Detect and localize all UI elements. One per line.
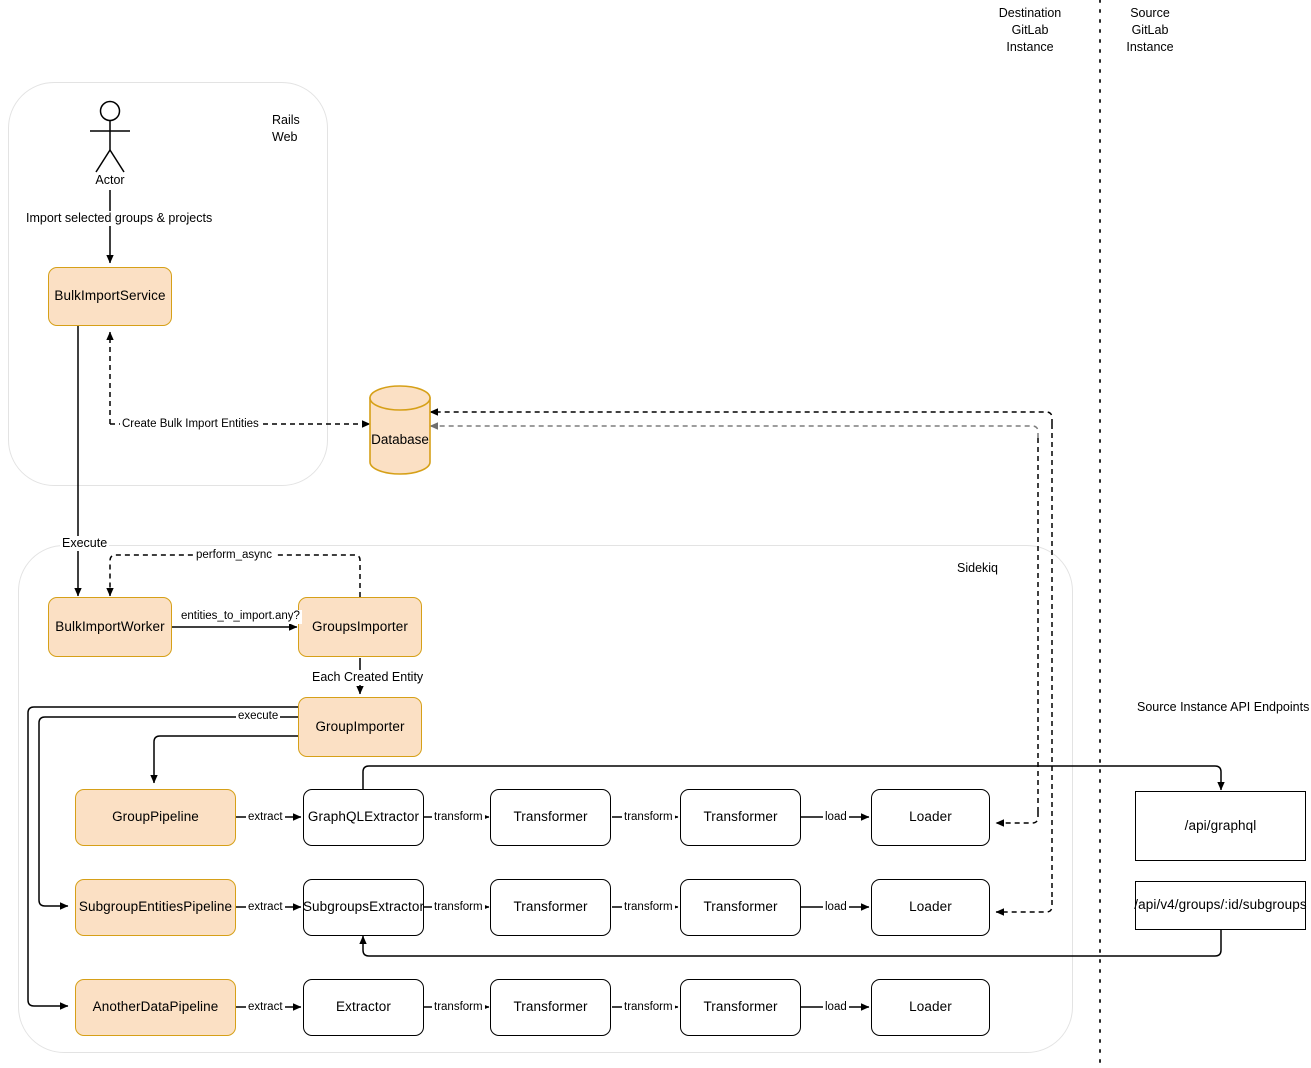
node-graphql-extractor[interactable]: GraphQLExtractor	[303, 789, 424, 846]
edge-label-each-created-entity: Each Created Entity	[310, 670, 426, 685]
rails-web-container	[8, 82, 328, 486]
edge-label-perform-async: perform_async	[194, 549, 275, 563]
rails-web-label: Rails Web	[272, 113, 300, 144]
node-api-subgroups[interactable]: /api/v4/groups/:id/subgroups	[1134, 881, 1307, 930]
edge-label-create-bulk-import-entities: Create Bulk Import Entities	[120, 418, 261, 432]
node-loader-r3[interactable]: Loader	[871, 979, 990, 1036]
node-transformer-r3-a[interactable]: Transformer	[490, 979, 611, 1036]
sidekiq-container	[18, 545, 1073, 1053]
database-shape	[369, 385, 431, 475]
node-another-data-pipeline[interactable]: AnotherDataPipeline	[75, 979, 236, 1036]
node-groups-importer[interactable]: GroupsImporter	[298, 597, 422, 657]
node-extractor-r3[interactable]: Extractor	[303, 979, 424, 1036]
edge-label-transform-r3-b: transform	[622, 1001, 675, 1015]
source-instance-label: Source GitLab Instance	[1126, 6, 1174, 54]
node-transformer-r1-a[interactable]: Transformer	[490, 789, 611, 846]
node-transformer-r1-b[interactable]: Transformer	[680, 789, 801, 846]
edge-label-extract-r1: extract	[246, 811, 285, 825]
edge-label-transform-r2-a: transform	[432, 901, 485, 915]
actor-label: Actor	[95, 173, 125, 187]
edge-label-import-selected: Import selected groups & projects	[24, 211, 215, 226]
edge-label-load-r3: load	[823, 1001, 849, 1015]
edge-label-execute-pipeline: execute	[236, 710, 281, 724]
edge-label-transform-r1-b: transform	[622, 811, 675, 825]
edge-label-transform-r2-b: transform	[622, 901, 675, 915]
node-transformer-r2-b[interactable]: Transformer	[680, 879, 801, 936]
edge-label-load-r2: load	[823, 901, 849, 915]
node-api-graphql[interactable]: /api/graphql	[1135, 791, 1306, 861]
edge-label-load-r1: load	[823, 811, 849, 825]
sidekiq-label: Sidekiq	[957, 561, 998, 575]
node-transformer-r3-b[interactable]: Transformer	[680, 979, 801, 1036]
node-group-importer[interactable]: GroupImporter	[298, 697, 422, 757]
node-bulk-import-service[interactable]: BulkImportService	[48, 267, 172, 326]
edge-label-execute-flow: Execute	[60, 536, 110, 551]
node-loader-r2[interactable]: Loader	[871, 879, 990, 936]
destination-instance-label: Destination GitLab Instance	[998, 6, 1062, 54]
node-group-pipeline[interactable]: GroupPipeline	[75, 789, 236, 846]
database-label: Database	[371, 432, 429, 447]
node-subgroups-extractor[interactable]: SubgroupsExtractor	[303, 879, 424, 936]
edge-label-extract-r2: extract	[246, 901, 285, 915]
edge-label-transform-r1-a: transform	[432, 811, 485, 825]
node-loader-r1[interactable]: Loader	[871, 789, 990, 846]
node-transformer-r2-a[interactable]: Transformer	[490, 879, 611, 936]
edge-label-transform-r3-a: transform	[432, 1001, 485, 1015]
edge-label-entities-to-import: entities_to_import.any?	[179, 610, 302, 624]
node-bulk-import-worker[interactable]: BulkImportWorker	[48, 597, 172, 657]
api-endpoints-title: Source Instance API Endpoints	[1137, 700, 1310, 714]
edge-label-extract-r3: extract	[246, 1001, 285, 1015]
node-subgroup-entities-pipeline[interactable]: SubgroupEntitiesPipeline	[75, 879, 236, 936]
